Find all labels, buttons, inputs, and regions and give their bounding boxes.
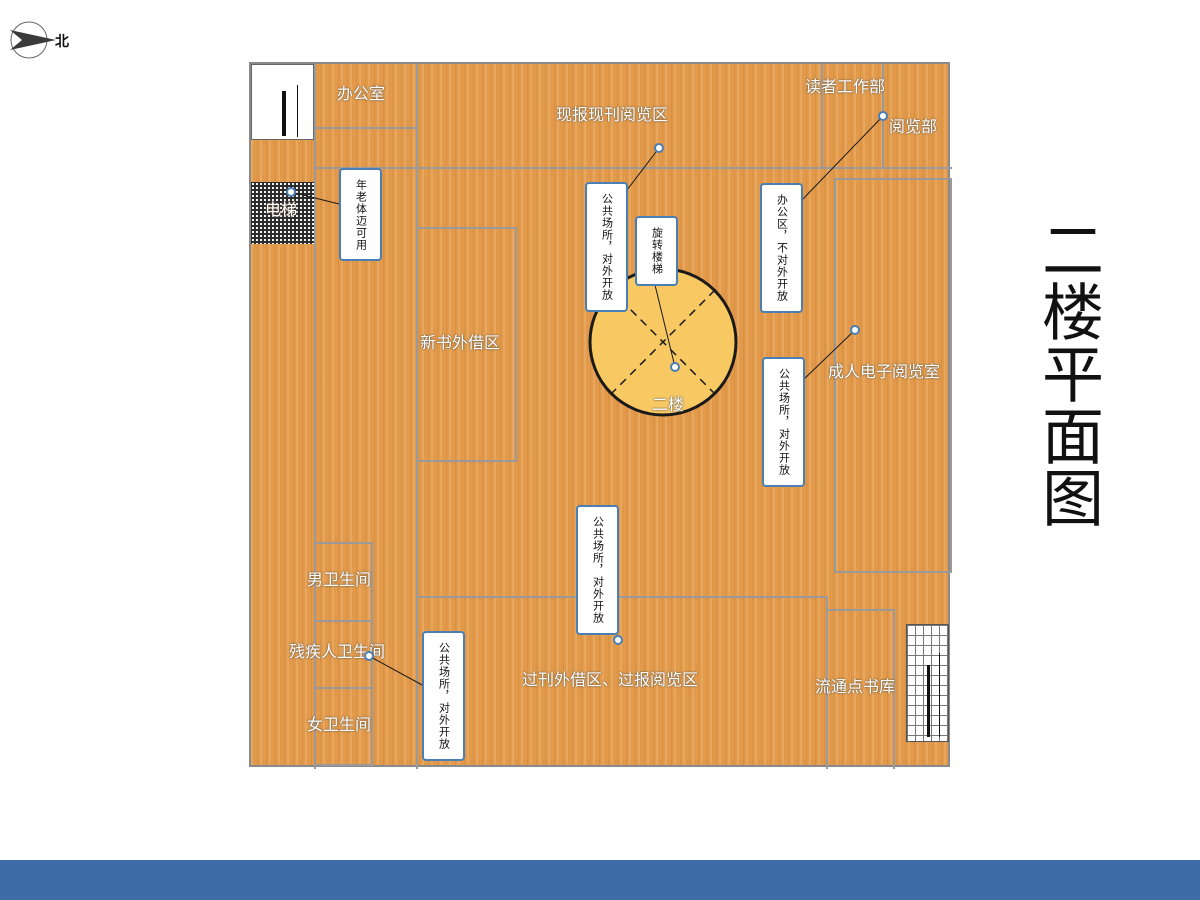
room-current-periodicals: 现报现刊阅览区 (556, 105, 669, 124)
wall-office-bottom (315, 127, 417, 129)
marker-spiral-stair (670, 362, 680, 372)
room-office: 办公室 (337, 84, 386, 103)
wall-restroom-4 (315, 764, 373, 766)
callout-public-right: 公共场所，对外开放 (762, 357, 805, 487)
callout-elderly: 年老体迈可用 (339, 168, 382, 261)
wall-restroom-1 (315, 542, 373, 544)
marker-current-periodicals (654, 143, 664, 153)
wall-left-column (314, 64, 316, 769)
callout-office-area: 办公区，不对外开放 (760, 183, 803, 313)
elevator-block (251, 182, 314, 244)
room-mens-restroom: 男卫生间 (307, 570, 372, 589)
callout-spiral-stair: 旋转楼梯 (635, 216, 678, 286)
stair-top-left-icon (251, 64, 314, 140)
room-new-books: 新书外借区 (420, 333, 501, 352)
footer-bar (0, 860, 1200, 900)
marker-past-periodicals (613, 635, 623, 645)
marker-elevator (286, 187, 296, 197)
callout-public-bottom: 公共场所，对外开放 (422, 631, 465, 761)
room-adult-e-reading: 成人电子阅览室 (828, 362, 941, 381)
wall-restroom-2 (315, 620, 373, 622)
room-spiral-floor: 二楼 (652, 395, 685, 414)
wall-stack-top (826, 609, 894, 611)
callout-public-top: 公共场所，对外开放 (585, 182, 628, 312)
wall-bottom-divider (826, 596, 828, 769)
room-elevator: 电梯 (265, 200, 298, 219)
wall-reader-service (821, 64, 823, 169)
compass-north-label: 北 (55, 34, 69, 50)
room-accessible-restroom: 残疾人卫生间 (289, 642, 386, 661)
room-reading-dept: 阅览部 (889, 117, 938, 136)
adult-e-reading-room (834, 178, 952, 573)
new-books-room (416, 227, 517, 462)
room-past-periodicals: 过刊外借区、过报阅览区 (522, 670, 699, 689)
wall-bottom-row (416, 596, 828, 598)
room-reader-service: 读者工作部 (805, 77, 886, 96)
room-womens-restroom: 女卫生间 (307, 715, 372, 734)
page-title: 二楼平面图 (1031, 218, 1104, 528)
wall-stack-right (893, 609, 895, 769)
marker-reading-dept (878, 111, 888, 121)
callout-public-center: 公共场所，对外开放 (576, 505, 619, 635)
room-circulation-stack: 流通点书库 (815, 677, 896, 696)
compass-arrow-icon (10, 21, 56, 59)
marker-accessible-restroom (364, 651, 374, 661)
wall-restroom-3 (315, 687, 373, 689)
marker-adult-e-reading (850, 325, 860, 335)
stair-bottom-right-icon (906, 624, 949, 742)
wall-top-row (315, 167, 952, 169)
